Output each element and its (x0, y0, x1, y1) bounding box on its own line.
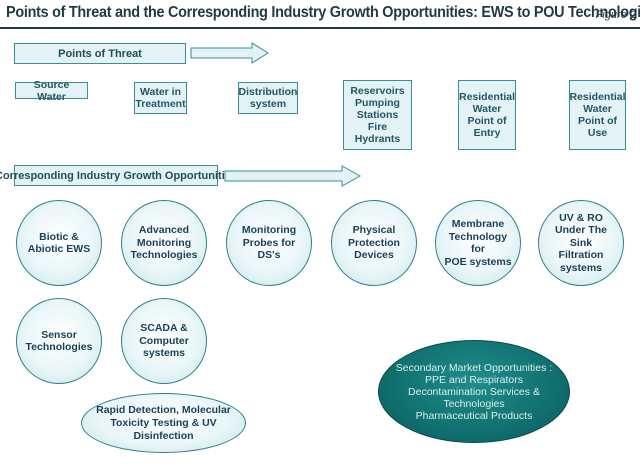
title-rule (0, 27, 640, 29)
node-label: Secondary Market Opportunities :PPE and … (379, 362, 569, 422)
node-label-line: Point of (467, 115, 507, 127)
node-label: Biotic &Abiotic EWS (28, 231, 90, 256)
figure-label: Figure 2 (595, 9, 636, 21)
opportunities-arrow (224, 165, 362, 187)
node-label-line: Reservoirs (350, 85, 405, 97)
node-label-line: Under The Sink (555, 224, 607, 249)
opportunity-circle: Biotic &Abiotic EWS (16, 200, 102, 286)
node-label-line: Entry (473, 127, 501, 139)
node-label-line: Use (587, 127, 608, 139)
node-label-line: Technology for (448, 230, 508, 256)
node-label-line: Probes for (242, 236, 296, 249)
threat-header: Points of Threat (14, 43, 186, 64)
node-label-line: Distribution (238, 86, 298, 98)
node-label: Source Water (18, 79, 85, 103)
node-label-line: Devices (354, 249, 394, 262)
node-label-line: Computer (139, 334, 189, 347)
node-label-line: Treatment (135, 98, 186, 110)
node-label-line: Decontamination Services & Technologies (408, 385, 540, 410)
secondary-market-oval: Secondary Market Opportunities :PPE and … (378, 340, 570, 443)
node-label-line: Water (472, 103, 502, 115)
node-label-line: Residential (458, 91, 516, 103)
node-label-line: Water (583, 103, 612, 115)
node-label-line: POE systems (444, 255, 512, 268)
node-label-line: Protection (348, 236, 400, 249)
node-label-line: Residential (569, 91, 626, 103)
node-label-line: Stations (356, 109, 399, 121)
diagram-title: Points of Threat and the Corresponding I… (6, 4, 640, 21)
node-label-line: Pharmaceutical Products (415, 409, 533, 422)
node-label-line: Rapid Detection, Molecular (96, 403, 231, 416)
node-label-line: Fire Hydrants (354, 121, 401, 145)
node-label-line: Abiotic EWS (27, 243, 91, 255)
node-label-line: Toxicity Testing & UV Disinfection (110, 416, 217, 442)
node-label-line: Monitoring (136, 236, 192, 249)
threat-point: Source Water (15, 79, 88, 103)
node-label-line: Secondary Market Opportunities : (395, 361, 553, 374)
node-label-line: Monitoring (241, 224, 297, 237)
node-label-line: DS's (257, 249, 281, 262)
node-label-line: Physical (352, 224, 396, 237)
node-label-line: SCADA & (140, 322, 188, 335)
node-label-line: Point of (577, 115, 618, 127)
node-label-line: Sensor (41, 328, 77, 341)
node-label-line: systems (559, 261, 603, 274)
node-label-line: Filtration (558, 249, 604, 262)
node-label-line: Technologies (25, 341, 93, 353)
node-label-line: system (249, 98, 287, 110)
node-label-line: Water in (139, 86, 182, 98)
node-label-line: Biotic & (39, 230, 79, 243)
opportunities-header: Corresponding Industry Growth Opportunit… (0, 165, 237, 186)
node-label-line: UV & RO (559, 211, 603, 224)
node-label-line: Pumping (355, 97, 400, 109)
node-label-line: PPE and Respirators (424, 373, 524, 386)
node-label-line: Membrane (451, 218, 505, 230)
node-label-line: Source Water (33, 78, 70, 103)
threat-arrow (190, 42, 269, 64)
node-label-line: Advanced (138, 224, 190, 237)
node-label-line: systems (142, 347, 186, 360)
node-label-line: Technologies (130, 249, 198, 262)
